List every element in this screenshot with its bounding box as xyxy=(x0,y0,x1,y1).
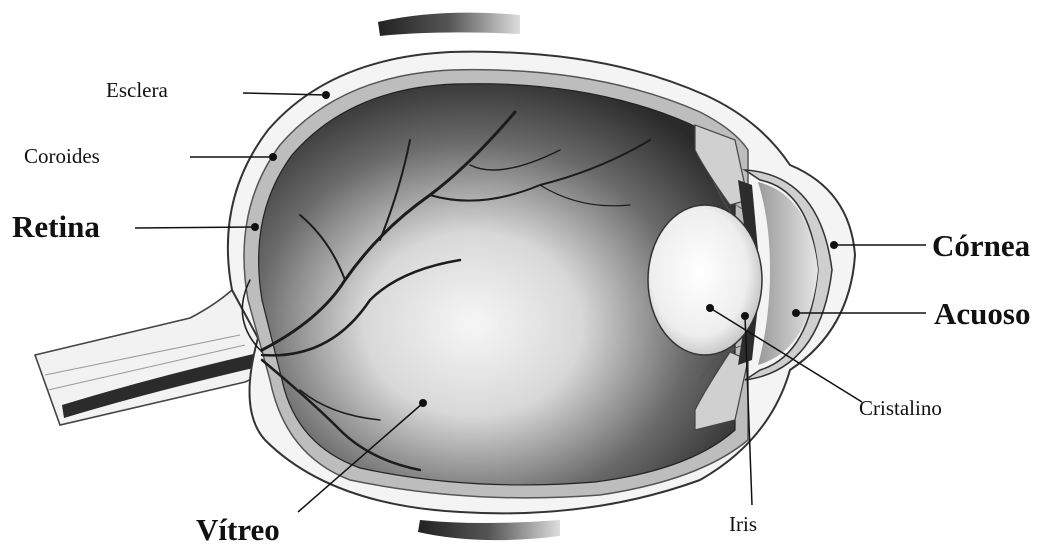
upper-muscle xyxy=(378,13,520,36)
label-esclera: Esclera xyxy=(106,80,168,101)
label-cornea: Córnea xyxy=(932,230,1030,261)
label-cristalino: Cristalino xyxy=(859,398,942,419)
lower-muscle xyxy=(418,520,560,540)
label-coroides: Coroides xyxy=(24,146,100,167)
label-acuoso: Acuoso xyxy=(934,298,1030,329)
label-iris: Iris xyxy=(729,514,757,535)
label-retina: Retina xyxy=(12,211,100,242)
label-vitreo: Vítreo xyxy=(196,514,280,545)
leader-retina xyxy=(135,227,255,228)
